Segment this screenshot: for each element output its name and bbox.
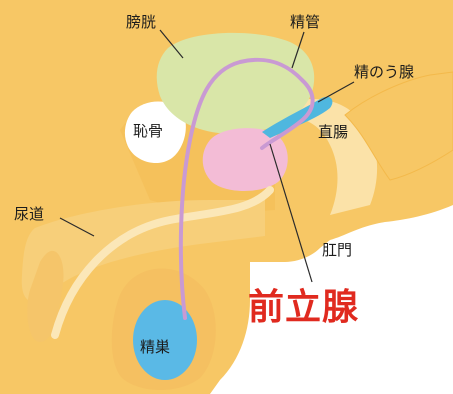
label-urethra: 尿道: [14, 207, 44, 222]
label-anus: 肛門: [322, 243, 352, 258]
label-prostate: 前立腺: [248, 290, 359, 326]
label-testis: 精巣: [140, 340, 170, 355]
label-seminal-vesicle: 精のう腺: [354, 65, 414, 80]
label-vas-deferens: 精管: [290, 15, 320, 30]
label-pubic-bone: 恥骨: [133, 124, 163, 139]
label-bladder: 膀胱: [126, 15, 156, 30]
label-rectum: 直腸: [318, 125, 348, 140]
